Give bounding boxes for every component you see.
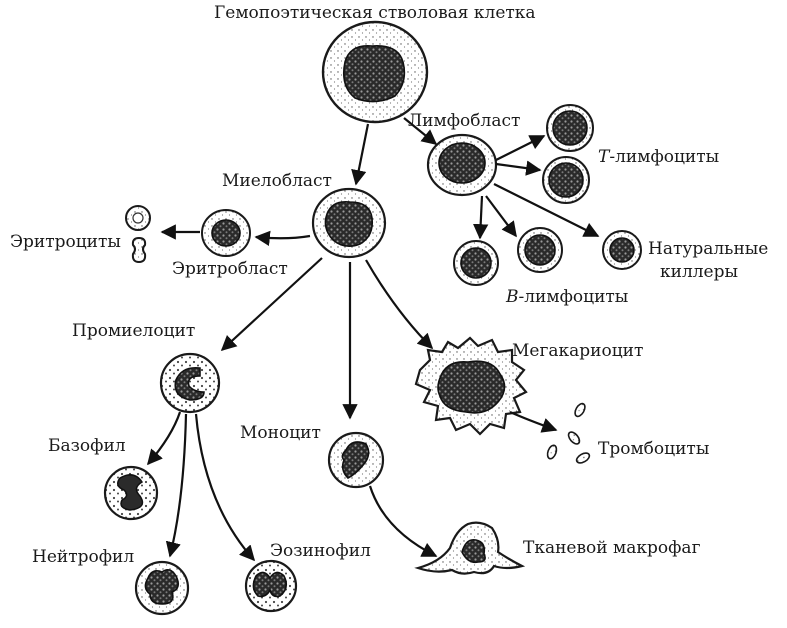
label-erythroblast: Эритробласт bbox=[172, 259, 288, 279]
label-b-lymphocytes-suffix: -лимфоциты bbox=[518, 287, 629, 307]
label-b-lymphocytes: B-лимфоциты bbox=[506, 287, 629, 308]
arrow-myeloblast-to-megakaryocyte bbox=[365, 259, 434, 350]
label-eosinophil: Эозинофил bbox=[270, 541, 371, 561]
arrow-promyelocyte-to-eosinophil bbox=[194, 413, 256, 562]
platelets bbox=[546, 402, 591, 464]
basophil-cell bbox=[103, 465, 159, 521]
b-lymphocyte-cell-2 bbox=[517, 227, 563, 273]
label-t-lymphocytes-prefix: T bbox=[598, 147, 610, 167]
label-nk-line1: Натуральные bbox=[648, 239, 769, 259]
label-promyelocyte: Промиелоцит bbox=[72, 321, 196, 341]
label-t-lymphocytes: T-лимфоциты bbox=[598, 147, 720, 168]
label-lymphoblast: Лимфобласт bbox=[408, 111, 521, 131]
arrow-myeloblast-to-erythroblast bbox=[254, 230, 311, 247]
arrow-lymphoblast-to-b1 bbox=[472, 195, 489, 240]
label-monocyte: Моноцит bbox=[240, 423, 321, 443]
eosinophil-cell bbox=[244, 559, 298, 613]
arrow-myeloblast-to-promyelocyte bbox=[220, 257, 323, 352]
arrow-promyelocyte-to-basophil bbox=[146, 411, 182, 466]
natural-killer-cell bbox=[602, 230, 642, 270]
arrow-stem-to-myeloblast bbox=[351, 123, 370, 186]
arrow-monocyte-to-macrophage bbox=[368, 485, 438, 557]
lymphoblast-cell bbox=[426, 133, 498, 197]
label-myeloblast: Миелобласт bbox=[222, 171, 332, 191]
arrow-lymphoblast-to-b2 bbox=[485, 195, 517, 238]
label-erythrocytes: Эритроциты bbox=[10, 232, 121, 252]
monocyte-cell bbox=[327, 431, 385, 489]
t-lymphocyte-cell-2 bbox=[542, 156, 590, 204]
b-lymphocyte-cell-1 bbox=[453, 240, 499, 286]
arrow-promyelocyte-to-neutrophil bbox=[165, 413, 188, 558]
erythrocyte-cell-side bbox=[131, 236, 147, 264]
tissue-macrophage-cell bbox=[414, 521, 526, 575]
erythrocyte-cell-round bbox=[125, 205, 151, 231]
label-neutrophil: Нейтрофил bbox=[32, 547, 135, 567]
arrow-lymphoblast-to-t2 bbox=[495, 160, 542, 176]
megakaryocyte-cell bbox=[414, 336, 528, 436]
label-basophil: Базофил bbox=[48, 436, 126, 456]
promyelocyte-cell bbox=[159, 352, 221, 414]
arrow-megakaryocyte-to-platelets bbox=[509, 410, 558, 433]
erythroblast-cell bbox=[201, 209, 251, 257]
label-tissue-macrophage: Тканевой макрофаг bbox=[523, 538, 701, 558]
label-stem-cell: Гемопоэтическая стволовая клетка bbox=[214, 3, 536, 23]
label-platelets: Тромбоциты bbox=[598, 439, 710, 459]
label-t-lymphocytes-suffix: -лимфоциты bbox=[609, 147, 720, 167]
t-lymphocyte-cell-1 bbox=[546, 104, 594, 152]
label-b-lymphocytes-prefix: B bbox=[506, 287, 519, 307]
arrow-lymphoblast-to-nk bbox=[493, 183, 600, 237]
arrow-lymphoblast-to-t1 bbox=[495, 135, 546, 161]
stem-cell bbox=[321, 20, 429, 124]
neutrophil-cell bbox=[134, 560, 190, 616]
label-megakaryocyte: Мегакариоцит bbox=[512, 341, 644, 361]
myeloblast-cell bbox=[311, 187, 387, 259]
arrow-stem-to-lymphoblast bbox=[403, 117, 438, 145]
label-nk-line2: киллеры bbox=[660, 262, 739, 282]
